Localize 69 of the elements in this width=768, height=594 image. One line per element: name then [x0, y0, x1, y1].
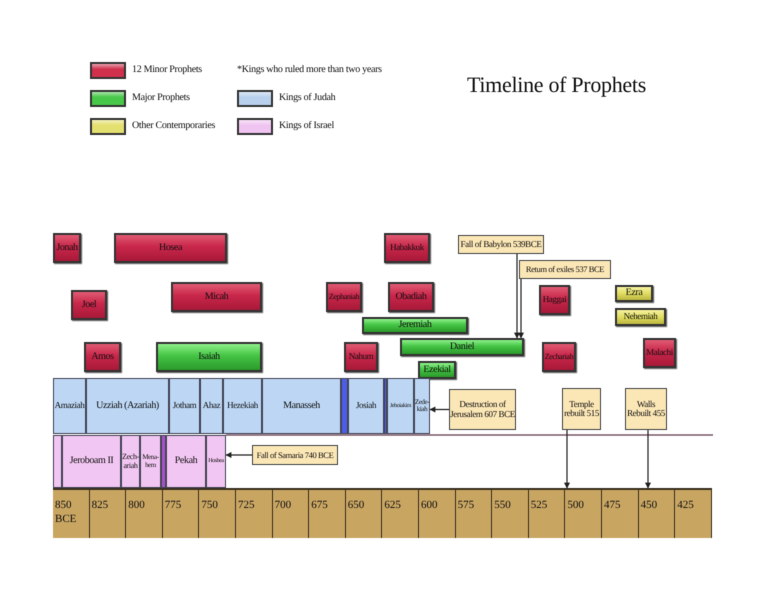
year-cell: 675: [309, 488, 346, 538]
king-bar: [53, 435, 62, 488]
prophet-bar: Micah: [171, 282, 262, 312]
year-cell: 750: [199, 488, 236, 538]
king-bar: Manasseh: [262, 378, 341, 434]
year-cell: 775: [162, 488, 200, 538]
prophet-bar: Nehemiah: [615, 308, 666, 326]
event-note: Walls Rebuilt 455: [625, 388, 667, 430]
prophet-bar: Jeremiah: [362, 317, 468, 334]
prophet-bar: Joel: [71, 290, 107, 320]
prophet-bar: Jonah: [53, 233, 81, 263]
prophet-bar: Nahum: [344, 342, 378, 372]
king-bar: [161, 435, 166, 488]
king-bar: Hezekiah: [223, 378, 262, 434]
event-note: Destruction of Jerusalem 607 BCE: [449, 389, 516, 430]
event-note: Return of exiles 537 BCE: [519, 260, 611, 279]
legend-label: Kings of Judah: [279, 92, 336, 103]
prophet-bar: Isaiah: [156, 342, 262, 372]
prophet-bar: Haggai: [539, 285, 570, 315]
year-cell: 550: [492, 488, 529, 538]
year-cell: 650: [346, 488, 382, 538]
year-cell: 700: [272, 488, 310, 538]
year-cell: 425: [675, 488, 712, 538]
prophet-bar: Obadiah: [388, 282, 434, 312]
king-bar: Josiah: [348, 378, 384, 434]
king-bar: Ahaz: [200, 378, 223, 434]
year-cell: 625: [382, 488, 419, 538]
king-bar: [341, 378, 348, 434]
legend-label: Other Contemporaries: [132, 120, 216, 131]
prophet-bar: Daniel: [400, 338, 524, 356]
year-cell: 575: [456, 488, 492, 538]
arrow: [518, 279, 524, 339]
king-bar: Zech- ariah: [121, 435, 140, 488]
title: Timeline of Prophets: [467, 72, 646, 98]
event-note: Fall of Babylon 539BCE: [458, 235, 544, 254]
king-bar: Uzziah (Azariah): [86, 378, 169, 434]
year-cell: 525: [528, 488, 566, 538]
king-bar: Amaziah: [53, 378, 86, 434]
prophet-bar: Zechariah: [542, 342, 576, 372]
arrow: [225, 452, 252, 458]
prophet-bar: Ezra: [615, 285, 653, 302]
king-bar: Jeroboam II: [62, 435, 121, 488]
arrow: [514, 254, 520, 339]
prophet-bar: Zephaniah: [326, 282, 362, 312]
prophet-bar: Habakkuk: [384, 233, 430, 263]
year-cell: 800: [126, 488, 163, 538]
year-cell: 825: [90, 488, 126, 538]
prophet-bar: Amos: [84, 342, 121, 372]
arrow: [645, 430, 651, 489]
note-text: *Kings who ruled more than two years: [237, 64, 382, 75]
prophet-bar: Hosea: [114, 233, 227, 263]
legend-label: Kings of Israel: [279, 120, 334, 131]
legend-label: 12 Minor Prophets: [132, 64, 202, 75]
prophet-bar: Ezekial: [418, 361, 456, 379]
king-bar: Jotham: [169, 378, 200, 434]
year-cell: 850 BCE: [53, 488, 90, 538]
arrow: [429, 406, 449, 412]
legend-label: Major Prophets: [132, 92, 190, 103]
king-bar: [384, 378, 387, 434]
year-cell: 725: [236, 488, 273, 538]
event-note: Fall of Samaria 740 BCE: [252, 445, 338, 465]
year-cell: 600: [419, 488, 456, 538]
event-note: Temple rebuilt 515: [562, 388, 601, 430]
arrow: [564, 430, 570, 489]
year-cell: 450: [638, 488, 676, 538]
year-cell: 475: [602, 488, 639, 538]
year-cell: 500: [565, 488, 602, 538]
king-bar: Pekah: [166, 435, 206, 488]
prophet-bar: Malachi: [643, 338, 676, 368]
